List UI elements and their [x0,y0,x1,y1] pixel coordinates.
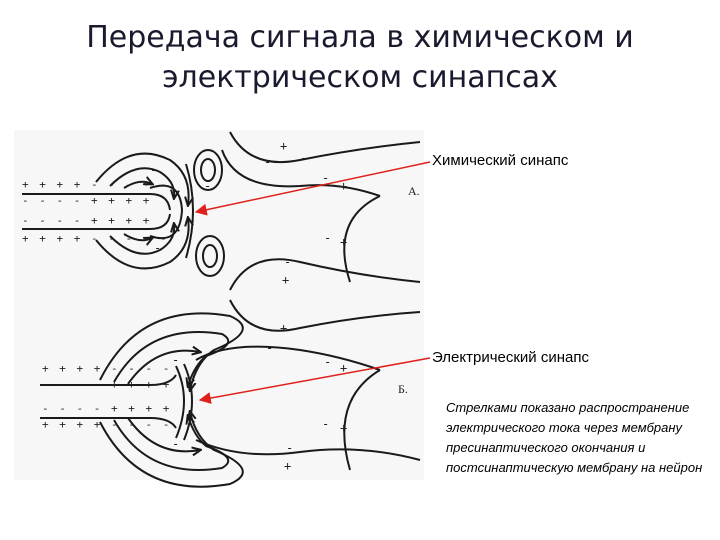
a-loop-circle-bottom [195,235,225,277]
a-charges-bot-inner: - - - - + + + + [22,214,151,227]
a-presynaptic-terminal [149,184,184,240]
electrical-synapse-label: Электрический синапс [432,349,589,366]
svg-text:-: - [266,341,273,355]
svg-text:-: - [204,179,211,193]
svg-text:+: + [340,361,347,375]
a-current-loop-top-outer [95,152,189,205]
svg-text:+: + [284,459,291,473]
a-neuron-charges: +- -+ -+ -- + -- -- [150,139,347,287]
b-neuron-cleft-curve [343,369,381,471]
a-neuron-outline-upper [229,131,421,164]
a-current-loop-top-inner [109,167,174,198]
b-postsynaptic-membrane [183,363,193,441]
a-current-loop-bot-outer [95,218,189,270]
a-current-loop-top-small [123,182,152,189]
a-charges-top-inner: - - - - + + + + [22,194,151,207]
svg-text:+: + [280,321,287,335]
b-neuron-charges: +- +- +- -+ -- [172,321,347,473]
panel-a-chemical-synapse [22,131,421,291]
b-charges-top-outer: + + + + - - - - [42,362,171,375]
a-loop-circle-top [193,149,223,191]
b-charges-bot-outer: + + + + - - - - [42,418,171,431]
svg-text:-: - [150,163,157,177]
svg-text:-: - [206,229,213,243]
svg-text:+: + [280,139,287,153]
a-loop-circle-bottom-inner [202,244,218,268]
a-neuron-outline-upper-inner [221,149,381,197]
b-current-loop-top-small [127,351,200,385]
slide-title: Передача сигнала в химическом и электрич… [40,18,680,98]
b-current-loop-top-inner [113,331,230,386]
svg-text:-: - [172,353,179,367]
b-charges-bot-inner: - - - - + + + + [42,402,171,415]
svg-text:-: - [154,241,161,255]
svg-text:-: - [286,441,293,455]
b-current-loop-bot-small [127,417,200,451]
svg-text:-: - [284,255,291,269]
svg-text:-: - [322,417,329,431]
b-neuron-outline-lower [195,439,421,461]
svg-text:+: + [340,179,347,193]
a-current-loop-bot-inner [109,224,174,255]
title-line-2: электрическом синапсах [162,60,558,95]
a-neuron-outline-lower [229,258,421,291]
a-axon-lower-membrane [22,213,171,230]
svg-text:-: - [264,155,271,169]
chemical-pointer-arrow [194,161,431,216]
b-axon-upper-membrane [40,374,177,386]
svg-text:-: - [172,437,179,451]
electrical-pointer-arrow [198,357,431,404]
svg-text:-: - [324,355,331,369]
b-current-loop-bot-outer [99,412,244,488]
a-loop-circle-top-inner [200,158,216,182]
b-presynaptic-terminal [175,365,185,439]
title-line-1: Передача сигнала в химическом и [86,20,634,55]
a-postsynaptic-membrane [185,163,194,259]
svg-text:+: + [340,421,347,435]
panel-b-electrical-synapse [40,299,421,488]
b-current-loop-top-outer [99,312,244,390]
a-current-loop-bot-small [123,233,152,240]
a-charges-top-outer: + + + + - - - - - [22,178,169,191]
a-axon-upper-membrane [22,193,171,211]
a-charges-bot-outer: + + + + - - - - - [22,232,169,245]
a-neuron-cleft-curve [343,195,381,283]
panel-a-letter: А. [408,184,420,198]
svg-text:-: - [322,171,329,185]
panel-b-letter: Б. [398,382,408,396]
b-neuron-outline-upper [229,299,421,332]
figure-caption: Стрелками показано распространение элект… [446,400,703,475]
chemical-synapse-label: Химический синапс [432,152,569,169]
b-current-loop-bot-inner [113,416,230,471]
svg-text:+: + [282,273,289,287]
svg-text:+: + [340,235,347,249]
b-axon-lower-membrane [40,417,177,429]
svg-text:-: - [300,151,307,165]
b-charges-top-inner: - - - - + + + + [42,378,171,391]
svg-text:-: - [324,231,331,245]
